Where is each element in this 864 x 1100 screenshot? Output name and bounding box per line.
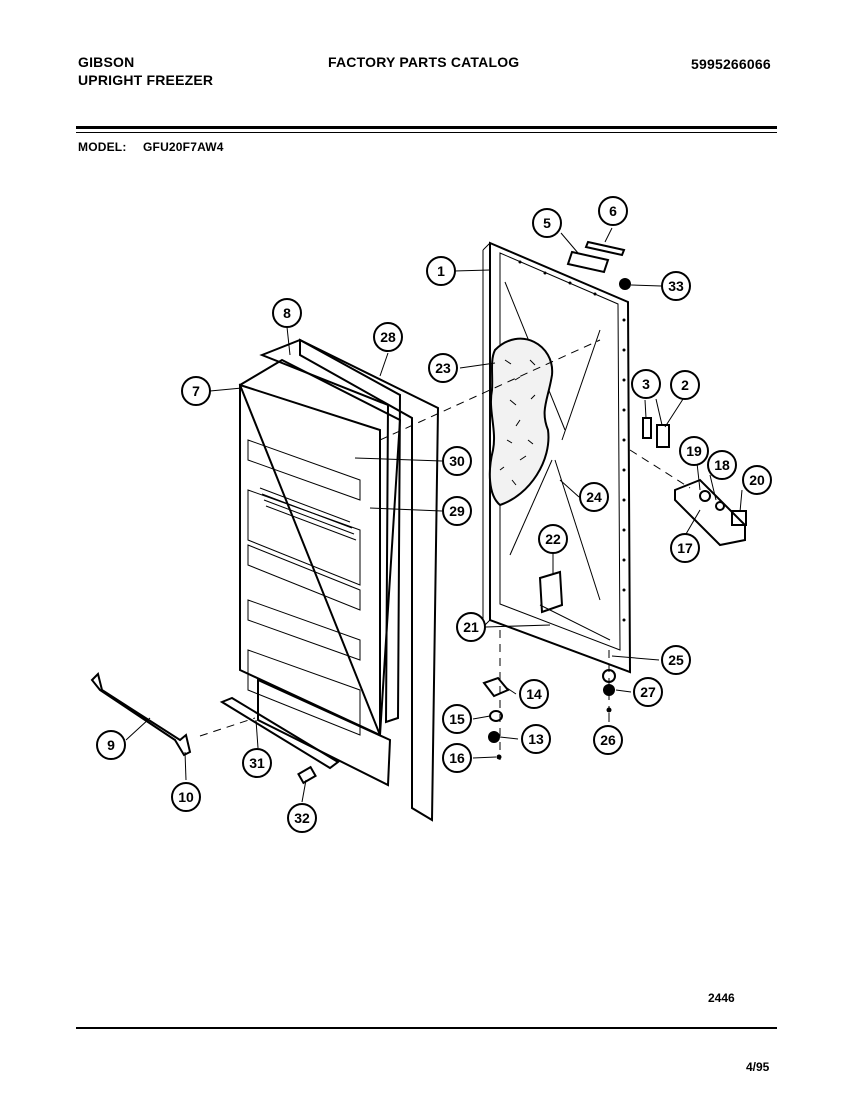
header-rule-thick — [76, 126, 777, 129]
callout-21: 21 — [456, 612, 486, 642]
bushing-13 — [488, 731, 500, 743]
callout-26: 26 — [593, 725, 623, 755]
alignment-line-lock — [629, 449, 691, 489]
svg-text:8: 8 — [283, 305, 291, 321]
callout-25: 25 — [661, 645, 691, 675]
svg-text:33: 33 — [668, 278, 684, 294]
top-strip-6 — [584, 240, 626, 257]
alignment-line-upper — [379, 339, 601, 441]
callout-10: 10 — [171, 782, 201, 812]
svg-text:21: 21 — [463, 619, 479, 635]
bushing-26 — [603, 684, 615, 696]
callout-14: 14 — [519, 679, 549, 709]
svg-text:7: 7 — [192, 383, 200, 399]
hinge-cover-2 — [656, 424, 670, 448]
svg-text:29: 29 — [449, 503, 465, 519]
header-rule-thin — [76, 132, 777, 133]
callout-2: 2 — [670, 370, 700, 400]
alignment-line-handle — [199, 717, 256, 737]
svg-text:13: 13 — [528, 731, 544, 747]
clip-32 — [297, 765, 317, 785]
callout-15: 15 — [442, 704, 472, 734]
door-liner — [238, 358, 402, 737]
footer-rule — [76, 1027, 777, 1029]
svg-text:28: 28 — [380, 329, 396, 345]
callout-18: 18 — [707, 450, 737, 480]
svg-text:19: 19 — [686, 443, 702, 459]
product-name: UPRIGHT FREEZER — [78, 72, 214, 88]
callout-8: 8 — [272, 298, 302, 328]
bottom-trim — [219, 696, 340, 770]
model-number: GFU20F7AW4 — [143, 140, 224, 154]
callout-28: 28 — [373, 322, 403, 352]
svg-text:1: 1 — [437, 263, 445, 279]
svg-text:15: 15 — [449, 711, 465, 727]
insulation-batting — [488, 337, 554, 507]
svg-text:31: 31 — [249, 755, 265, 771]
callout-27: 27 — [633, 677, 663, 707]
callout-30: 30 — [442, 446, 472, 476]
screw-16 — [496, 754, 502, 760]
svg-text:14: 14 — [526, 686, 542, 702]
lock-assembly — [674, 478, 747, 547]
callout-17: 17 — [670, 533, 700, 563]
svg-text:9: 9 — [107, 737, 115, 753]
svg-text:32: 32 — [294, 810, 310, 826]
callout-1: 1 — [426, 256, 456, 286]
bracket-22 — [538, 570, 564, 614]
leader-lines — [125, 227, 743, 803]
callout-22: 22 — [538, 524, 568, 554]
callout-19: 19 — [679, 436, 709, 466]
svg-text:3: 3 — [642, 376, 650, 392]
svg-text:30: 30 — [449, 453, 465, 469]
bottom-hinge-14 — [482, 676, 510, 698]
callout-33: 33 — [661, 271, 691, 301]
model-label: MODEL: — [78, 140, 127, 154]
figure-number: 2446 — [708, 991, 735, 1005]
door-handle — [90, 672, 192, 757]
callout-9: 9 — [96, 730, 126, 760]
door-lower-panel — [257, 678, 392, 787]
svg-text:16: 16 — [449, 750, 465, 766]
callout-6: 6 — [598, 196, 628, 226]
callout-32: 32 — [287, 803, 317, 833]
callout-16: 16 — [442, 743, 472, 773]
svg-text:24: 24 — [586, 489, 602, 505]
svg-text:25: 25 — [668, 652, 684, 668]
svg-text:20: 20 — [749, 472, 765, 488]
svg-text:17: 17 — [677, 540, 693, 556]
callout-3: 3 — [631, 369, 661, 399]
callout-23: 23 — [428, 353, 458, 383]
callout-13: 13 — [521, 724, 551, 754]
svg-text:18: 18 — [714, 457, 730, 473]
hinge-plate-3 — [642, 417, 652, 439]
svg-text:27: 27 — [640, 684, 656, 700]
svg-text:6: 6 — [609, 203, 617, 219]
callout-29: 29 — [442, 496, 472, 526]
svg-text:23: 23 — [435, 360, 451, 376]
callout-31: 31 — [242, 748, 272, 778]
svg-text:5: 5 — [543, 215, 551, 231]
callout-7: 7 — [181, 376, 211, 406]
catalog-part-number: 5995266066 — [691, 56, 771, 72]
callout-20: 20 — [742, 465, 772, 495]
callout-5: 5 — [532, 208, 562, 238]
svg-text:26: 26 — [600, 732, 616, 748]
brand-name: GIBSON — [78, 54, 135, 70]
svg-text:2: 2 — [681, 377, 689, 393]
callout-24: 24 — [579, 482, 609, 512]
svg-text:10: 10 — [178, 789, 194, 805]
plug-33 — [619, 278, 631, 290]
top-bracket-5 — [566, 250, 610, 274]
svg-text:22: 22 — [545, 531, 561, 547]
revision-date: 4/95 — [746, 1060, 770, 1074]
catalog-title: FACTORY PARTS CATALOG — [328, 54, 520, 70]
outer-door-panel — [299, 338, 440, 822]
